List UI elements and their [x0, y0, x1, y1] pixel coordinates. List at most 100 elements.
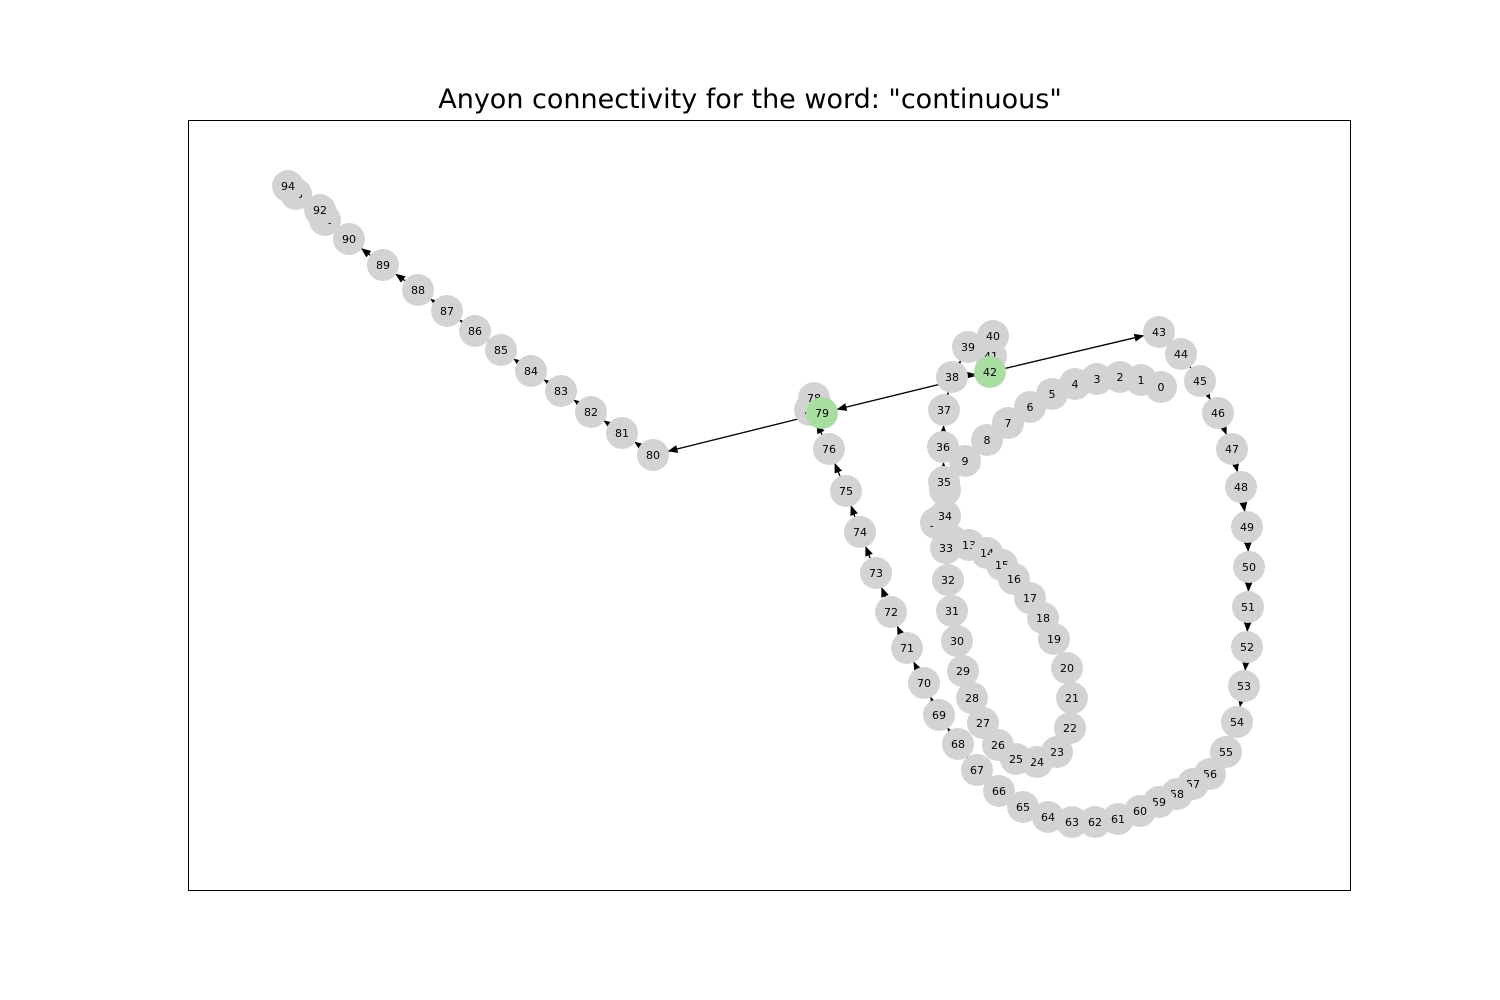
edge-46-47: [1219, 424, 1227, 436]
node-83: 83: [545, 375, 577, 407]
node-37: 37: [928, 394, 960, 426]
node-label-59: 59: [1152, 796, 1166, 809]
node-circle-74: [844, 516, 876, 548]
node-66: 66: [983, 775, 1015, 807]
node-circle-37: [928, 394, 960, 426]
node-circle-52: [1231, 631, 1263, 663]
node-label-8: 8: [984, 434, 991, 447]
node-label-63: 63: [1065, 816, 1079, 829]
node-75: 75: [830, 475, 862, 507]
node-label-64: 64: [1041, 811, 1055, 824]
node-circle-22: [1054, 712, 1086, 744]
node-circle-82: [575, 396, 607, 428]
node-47: 47: [1216, 433, 1248, 465]
node-circle-27: [967, 707, 999, 739]
node-label-40: 40: [986, 330, 1000, 343]
node-88: 88: [402, 274, 434, 306]
node-label-72: 72: [884, 606, 898, 619]
node-label-16: 16: [1007, 573, 1021, 586]
node-label-81: 81: [615, 427, 629, 440]
node-22: 22: [1054, 712, 1086, 744]
node-label-5: 5: [1049, 388, 1056, 401]
node-73: 73: [860, 557, 892, 589]
edge-45-46: [1202, 389, 1211, 400]
edge-71-72: [896, 625, 905, 637]
node-circle-31: [936, 595, 968, 627]
node-label-28: 28: [965, 692, 979, 705]
node-80: 80: [637, 439, 669, 471]
edge-74-75: [850, 505, 858, 518]
node-label-4: 4: [1072, 378, 1079, 391]
node-label-25: 25: [1009, 753, 1023, 766]
node-circle-49: [1231, 511, 1263, 543]
node-label-37: 37: [937, 404, 951, 417]
node-33: 33: [930, 532, 962, 564]
node-circle-65: [1007, 791, 1039, 823]
node-circle-86: [459, 315, 491, 347]
node-32: 32: [932, 564, 964, 596]
edge-83-84: [543, 379, 555, 389]
node-circle-30: [941, 625, 973, 657]
node-label-43: 43: [1152, 326, 1166, 339]
node-label-44: 44: [1174, 348, 1188, 361]
node-label-48: 48: [1234, 481, 1248, 494]
nodes-layer: 0123456789101112131415161718192021222324…: [272, 170, 1265, 838]
node-label-31: 31: [945, 605, 959, 618]
node-label-22: 22: [1063, 722, 1077, 735]
node-label-26: 26: [991, 739, 1005, 752]
node-92: 92: [304, 194, 336, 226]
node-86: 86: [459, 315, 491, 347]
node-74: 74: [844, 516, 876, 548]
node-label-76: 76: [822, 443, 836, 456]
node-82: 82: [575, 396, 607, 428]
node-circle-28: [956, 682, 988, 714]
node-circle-29: [947, 655, 979, 687]
node-label-90: 90: [342, 233, 356, 246]
node-circle-54: [1221, 706, 1253, 738]
node-label-49: 49: [1240, 521, 1254, 534]
node-19: 19: [1038, 623, 1070, 655]
node-circle-43: [1143, 316, 1175, 348]
node-label-38: 38: [945, 371, 959, 384]
edge-88-89: [395, 273, 406, 283]
node-44: 44: [1165, 338, 1197, 370]
node-label-19: 19: [1047, 633, 1061, 646]
node-circle-53: [1228, 670, 1260, 702]
node-label-69: 69: [932, 709, 946, 722]
node-label-60: 60: [1133, 805, 1147, 818]
edge-87-88: [430, 298, 441, 308]
node-72: 72: [875, 596, 907, 628]
node-circle-33: [930, 532, 962, 564]
node-36: 36: [927, 431, 959, 463]
node-circle-85: [485, 334, 517, 366]
edge-48-49: [1239, 501, 1248, 513]
node-label-2: 2: [1117, 371, 1124, 384]
node-label-66: 66: [992, 785, 1006, 798]
node-circle-34: [929, 500, 961, 532]
node-circle-69: [923, 699, 955, 731]
node-85: 85: [485, 334, 517, 366]
node-label-71: 71: [900, 642, 914, 655]
edge-53-54: [1237, 696, 1246, 708]
node-label-75: 75: [839, 485, 853, 498]
node-6: 6: [1014, 391, 1046, 423]
node-52: 52: [1231, 631, 1263, 663]
node-circle-76: [813, 433, 845, 465]
edge-70-71: [913, 661, 922, 673]
node-label-39: 39: [961, 341, 975, 354]
edge-69-70: [930, 696, 939, 708]
node-27: 27: [967, 707, 999, 739]
node-circle-64: [1032, 801, 1064, 833]
node-circle-32: [932, 564, 964, 596]
node-label-32: 32: [941, 574, 955, 587]
node-label-0: 0: [1158, 381, 1165, 394]
node-circle-42: [974, 356, 1006, 388]
node-34: 34: [929, 500, 961, 532]
node-circle-48: [1225, 471, 1257, 503]
node-69: 69: [923, 699, 955, 731]
node-label-24: 24: [1030, 756, 1044, 769]
node-label-9: 9: [962, 455, 969, 468]
node-49: 49: [1231, 511, 1263, 543]
node-circle-55: [1210, 736, 1242, 768]
